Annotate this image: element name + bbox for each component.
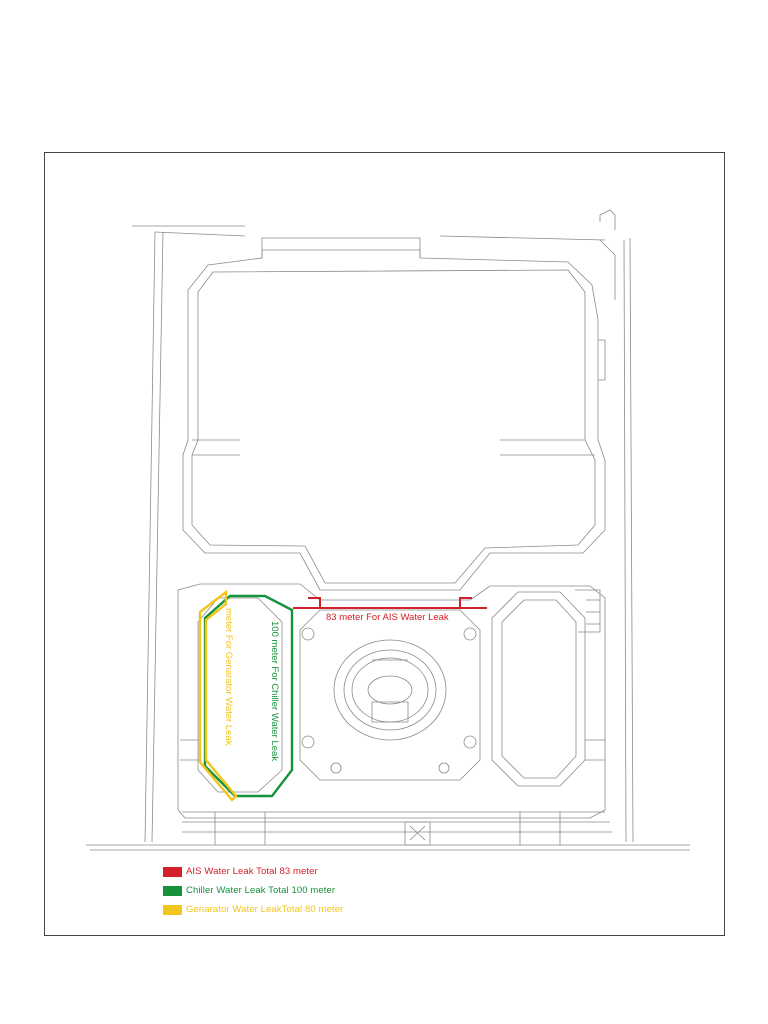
chiller-leak-route	[203, 594, 294, 798]
chiller-route-label: 100 meter For Chiller Water Leak	[269, 621, 280, 761]
legend: AIS Water Leak Total 83 meter Chiller Wa…	[163, 862, 343, 919]
legend-item-ais: AIS Water Leak Total 83 meter	[163, 862, 343, 881]
ais-leak-route	[293, 597, 487, 609]
legend-label-chiller: Chiller Water Leak Total 100 meter	[186, 885, 336, 896]
generator-swatch	[163, 904, 182, 915]
drawing-frame	[44, 152, 725, 936]
generator-leak-route	[198, 589, 238, 802]
legend-item-generator: Genarator Water LeakTotal 80 meter	[163, 900, 343, 919]
ais-swatch	[163, 866, 182, 877]
legend-item-chiller: Chiller Water Leak Total 100 meter	[163, 881, 343, 900]
chiller-swatch	[163, 885, 182, 896]
building-linework	[86, 209, 690, 851]
generator-route-label: meter For Genarator Water Leak	[223, 608, 234, 746]
legend-label-generator: Genarator Water LeakTotal 80 meter	[186, 904, 344, 915]
ais-route-label: 83 meter For AIS Water Leak	[326, 612, 449, 623]
legend-label-ais: AIS Water Leak Total 83 meter	[186, 866, 318, 877]
